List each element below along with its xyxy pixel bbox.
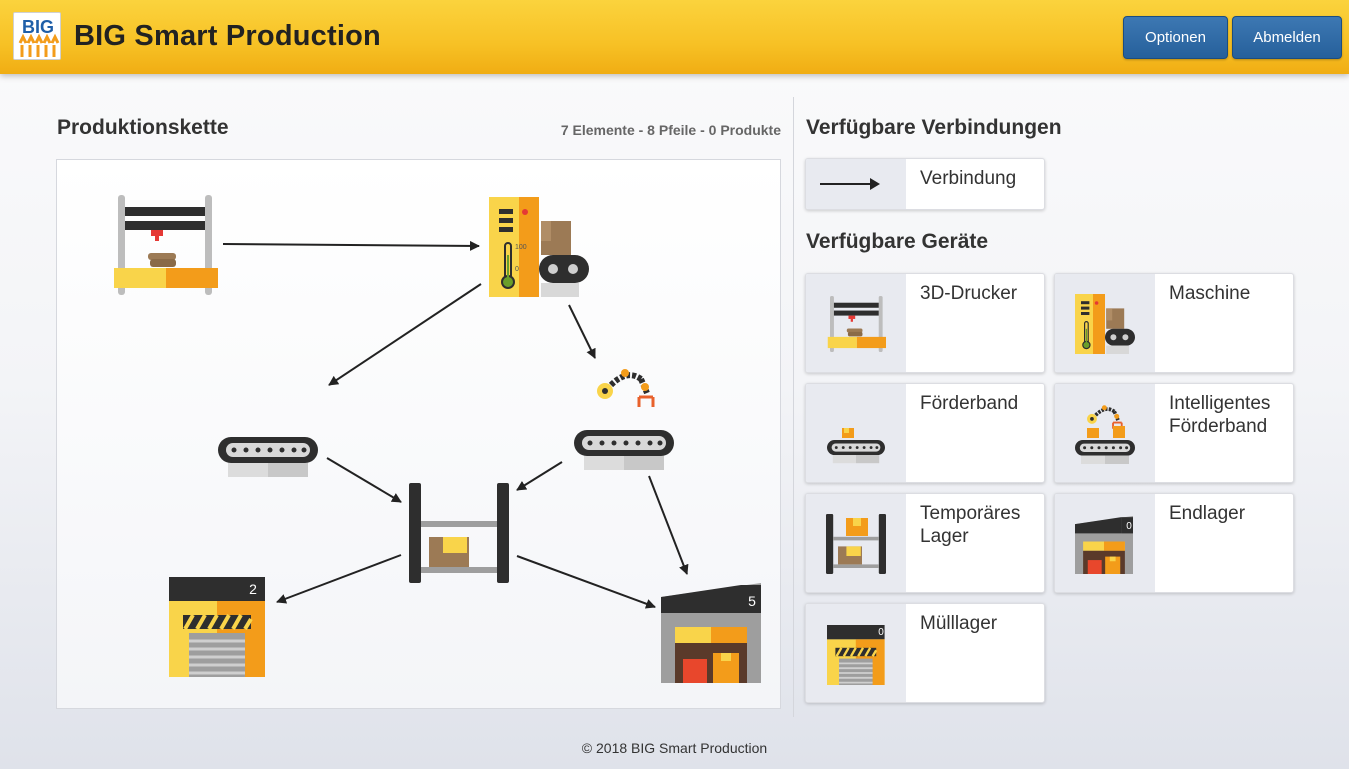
device-card-waste-storage[interactable]: 0 Mülllager bbox=[805, 603, 1045, 703]
final-storage-count: 0 bbox=[1126, 521, 1132, 532]
device-thumb bbox=[806, 274, 906, 372]
chain-3d-printer[interactable] bbox=[114, 195, 218, 295]
device-thumb bbox=[1055, 274, 1155, 372]
arrow-conveyor2-final bbox=[648, 475, 689, 575]
device-thumb bbox=[806, 494, 906, 592]
chain-machine[interactable]: 100 0 bbox=[488, 196, 590, 298]
chain-conveyor-left[interactable] bbox=[218, 437, 318, 477]
temp-storage-icon bbox=[826, 514, 886, 574]
logo-text: BIG bbox=[22, 17, 54, 37]
device-label: Förderband bbox=[920, 393, 1019, 414]
waste-storage-icon: 0 bbox=[825, 623, 886, 687]
arrow-machine-robot bbox=[568, 304, 596, 359]
device-label: Temporäres Lager bbox=[920, 503, 1021, 547]
device-card-conveyor[interactable]: Förderband bbox=[805, 383, 1045, 483]
device-label: 3D-Drucker bbox=[920, 283, 1018, 304]
chain-diagram: 100 0 2 5 bbox=[114, 195, 761, 683]
chain-waste-storage[interactable]: 2 bbox=[167, 575, 267, 679]
connection-thumb bbox=[806, 159, 906, 209]
arrow-machine-conveyor1 bbox=[328, 283, 482, 386]
device-card-machine[interactable]: Maschine bbox=[1054, 273, 1294, 373]
app-title: BIG Smart Production bbox=[74, 20, 381, 52]
panel-divider bbox=[793, 97, 794, 717]
device-card-3d-printer[interactable]: 3D-Drucker bbox=[805, 273, 1045, 373]
options-button[interactable]: Optionen bbox=[1123, 16, 1228, 59]
thermo-max: 100 bbox=[515, 244, 527, 251]
devices-title: Verfügbare Geräte bbox=[806, 230, 989, 253]
final-storage-icon: 0 bbox=[1075, 516, 1133, 574]
device-thumb: 0 bbox=[806, 604, 906, 702]
chain-stats: 7 Elemente - 8 Pfeile - 0 Produkte bbox=[560, 122, 781, 138]
conveyor-icon bbox=[827, 428, 885, 464]
chain-final-storage[interactable]: 5 bbox=[661, 583, 761, 683]
waste-count: 2 bbox=[249, 581, 257, 597]
smart-conveyor-icon bbox=[1075, 403, 1135, 464]
device-thumb bbox=[806, 384, 906, 482]
arrow-right-icon bbox=[820, 178, 880, 190]
app-logo[interactable]: BIG bbox=[13, 12, 61, 60]
device-card-temp-storage[interactable]: Temporäres Lager bbox=[805, 493, 1045, 593]
connection-label: Verbindung bbox=[920, 168, 1017, 189]
arrow-temp-final bbox=[516, 555, 656, 609]
machine-icon bbox=[1074, 293, 1136, 355]
footer-copyright: © 2018 BIG Smart Production bbox=[581, 740, 768, 756]
logout-button[interactable]: Abmelden bbox=[1232, 16, 1342, 59]
arrow-printer-machine bbox=[222, 240, 480, 251]
production-chain-canvas[interactable]: 100 0 2 5 bbox=[56, 159, 781, 709]
arrow-temp-waste bbox=[276, 554, 402, 604]
chain-robot-arm[interactable] bbox=[597, 369, 653, 407]
thermo-min: 0 bbox=[515, 266, 519, 273]
arrow-conveyor2-temp bbox=[516, 461, 563, 491]
device-label: Mülllager bbox=[920, 613, 998, 634]
device-thumb: 0 bbox=[1055, 494, 1155, 592]
connection-card[interactable]: Verbindung bbox=[805, 158, 1045, 210]
connection-arrows[interactable] bbox=[222, 240, 689, 609]
arrow-conveyor1-temp bbox=[326, 457, 402, 503]
chain-temporary-storage[interactable] bbox=[409, 483, 509, 583]
device-label: Maschine bbox=[1169, 283, 1251, 304]
chain-conveyor-right[interactable] bbox=[574, 430, 674, 470]
connections-title: Verfügbare Verbindungen bbox=[806, 116, 1062, 139]
device-card-final-storage[interactable]: 0 Endlager bbox=[1054, 493, 1294, 593]
final-count: 5 bbox=[748, 593, 756, 609]
device-card-smart-conveyor[interactable]: Intelligentes Förderband bbox=[1054, 383, 1294, 483]
3d-printer-icon bbox=[827, 296, 886, 352]
production-chain-title: Produktionskette bbox=[57, 116, 229, 139]
device-label: Endlager bbox=[1169, 503, 1246, 524]
device-thumb bbox=[1055, 384, 1155, 482]
device-label: Intelligentes Förderband bbox=[1169, 393, 1271, 437]
waste-storage-count: 0 bbox=[878, 627, 884, 638]
header-bar: BIG BIG Smart Production Optionen Abmeld… bbox=[0, 0, 1349, 74]
